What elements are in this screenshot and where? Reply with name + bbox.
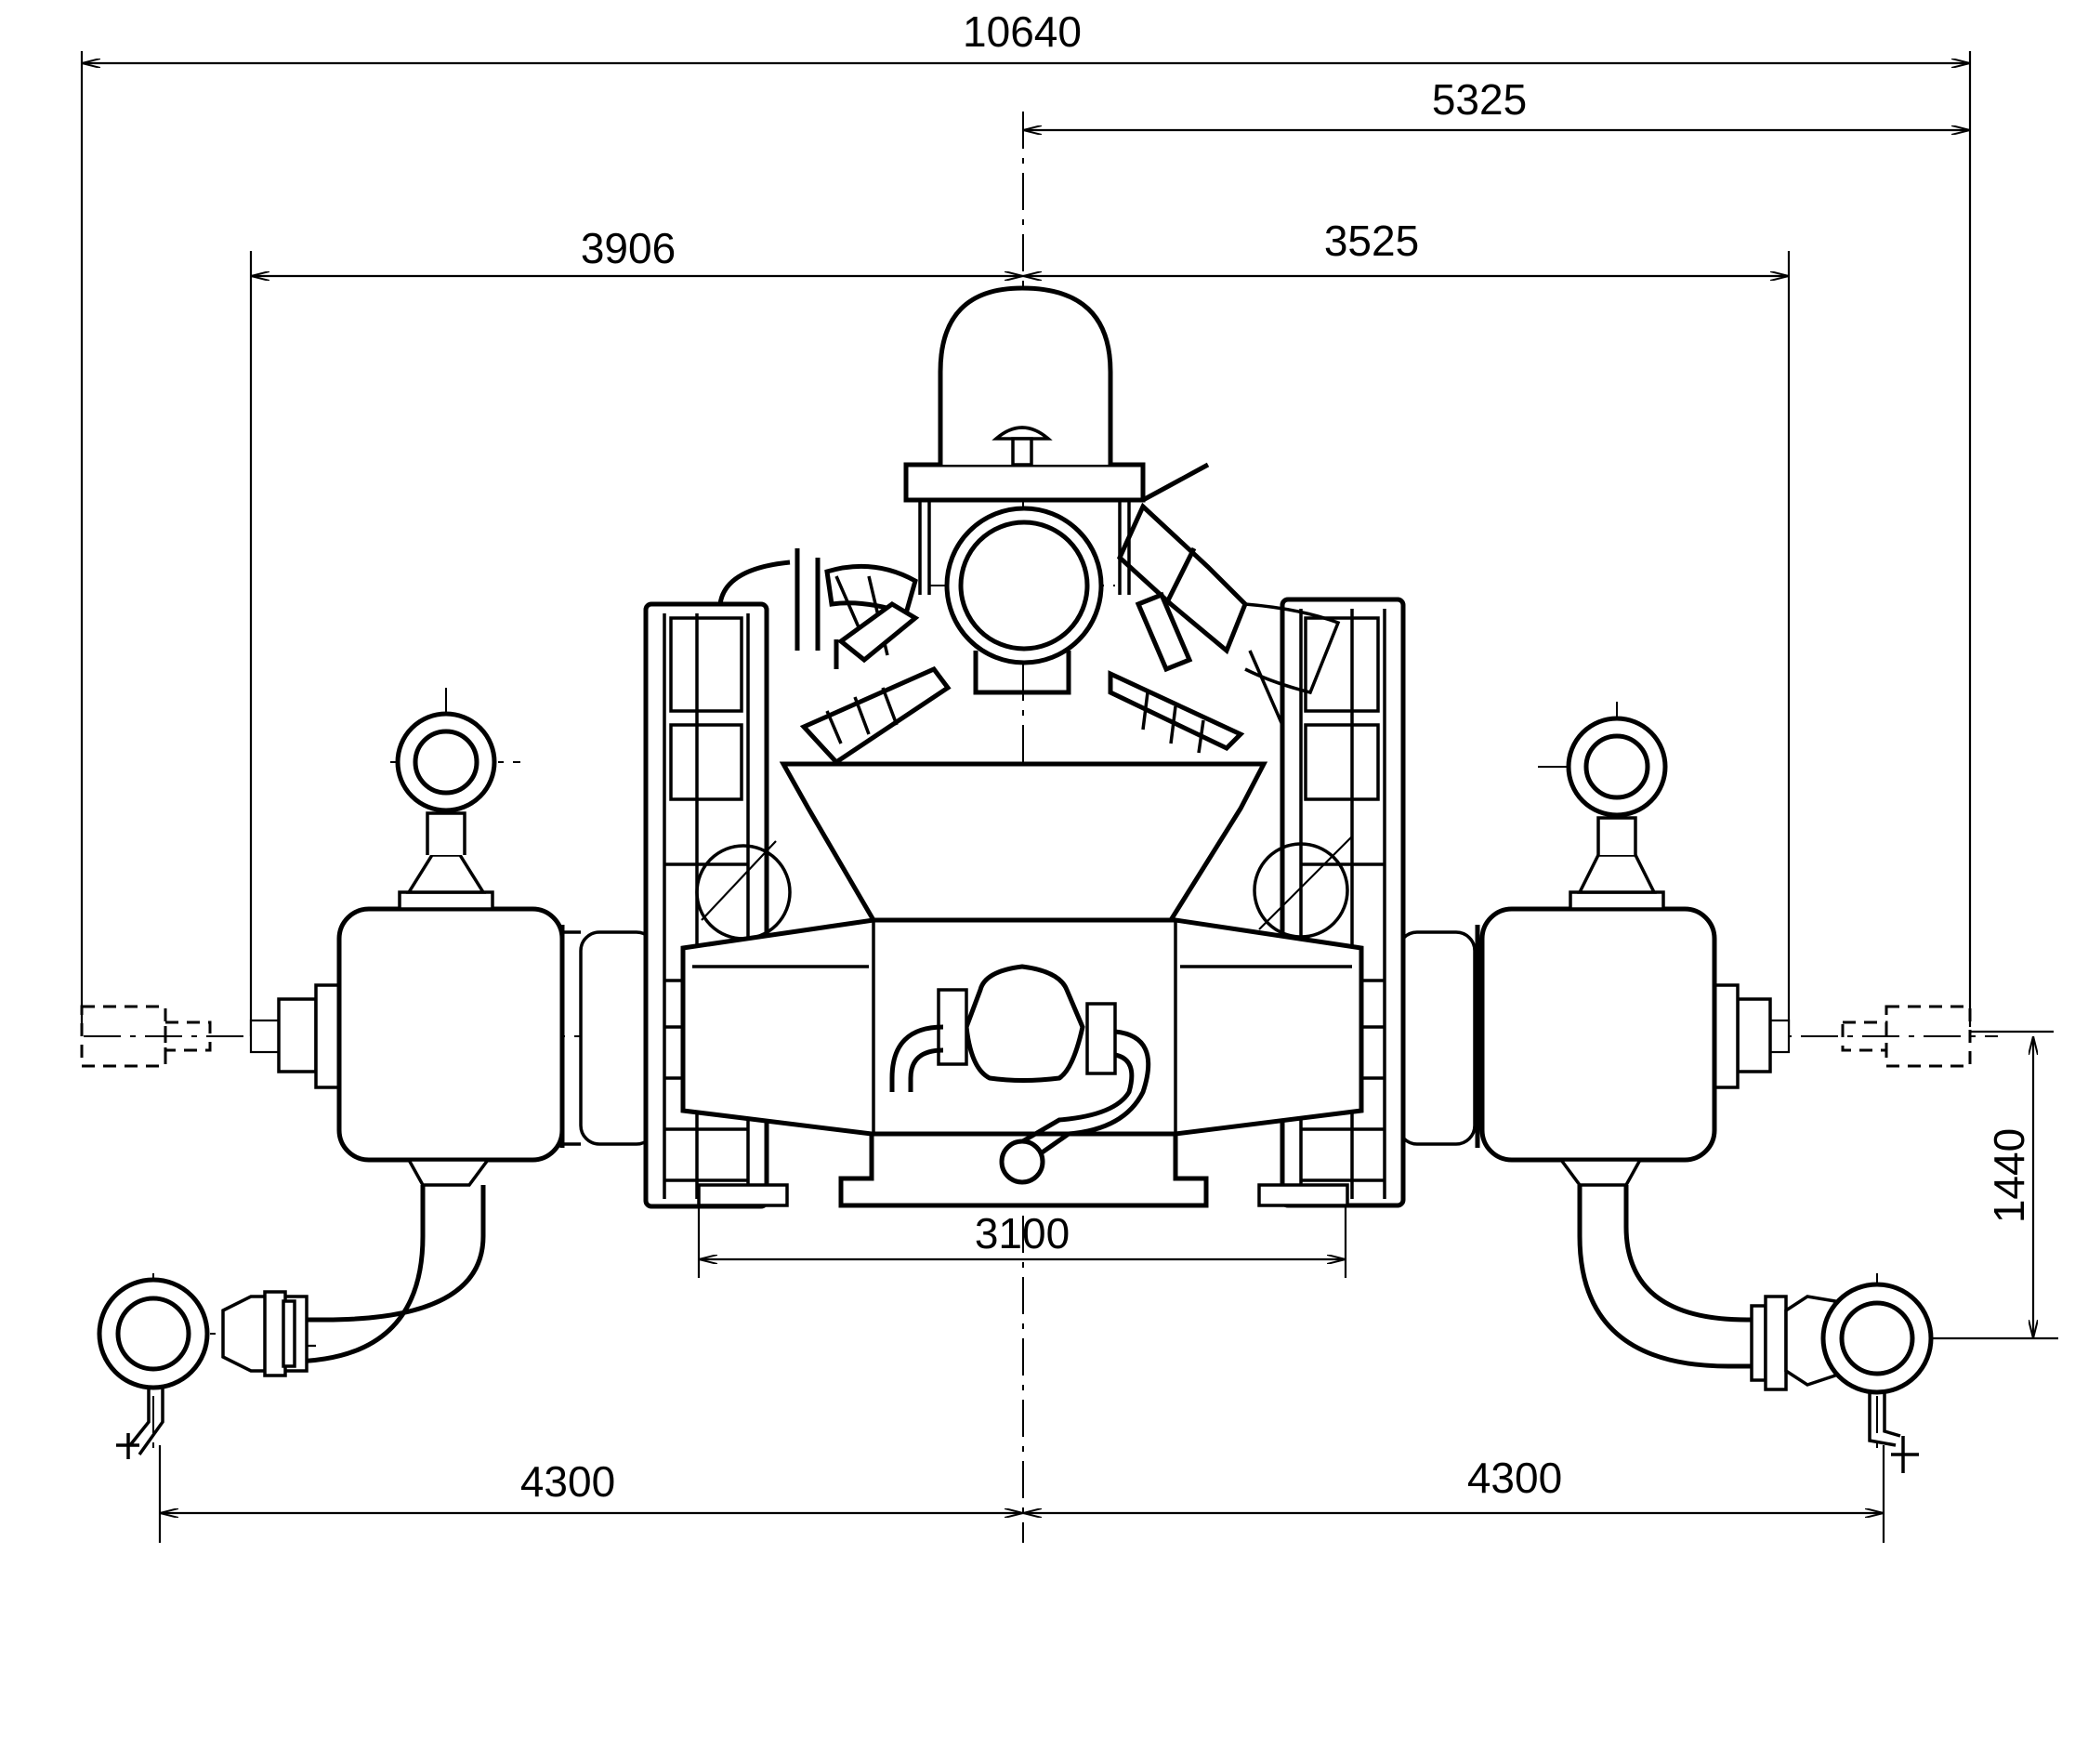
dim-label-half-right: 5325 [1432, 75, 1527, 124]
dim-label-base-width: 3100 [975, 1209, 1070, 1257]
left-generator [97, 711, 657, 1459]
left-phantom-coupling [80, 1005, 212, 1068]
central-body [680, 285, 1364, 1208]
dim-label-height-offset: 1440 [1985, 1128, 2033, 1223]
dim-label-left-to-axis: 3906 [581, 224, 676, 272]
dim-label-left-span: 4300 [520, 1457, 615, 1506]
dim-label-right-to-axis: 3525 [1324, 217, 1419, 265]
right-phantom-coupling [1841, 1005, 1972, 1068]
dim-label-overall-width: 10640 [963, 7, 1082, 56]
right-generator [1397, 716, 1934, 1473]
dim-label-right-span: 4300 [1467, 1454, 1562, 1502]
dimension-labels: 10640 5325 3906 3525 3100 4300 4300 1440 [520, 7, 2033, 1506]
dimension-lines [80, 51, 2058, 1543]
